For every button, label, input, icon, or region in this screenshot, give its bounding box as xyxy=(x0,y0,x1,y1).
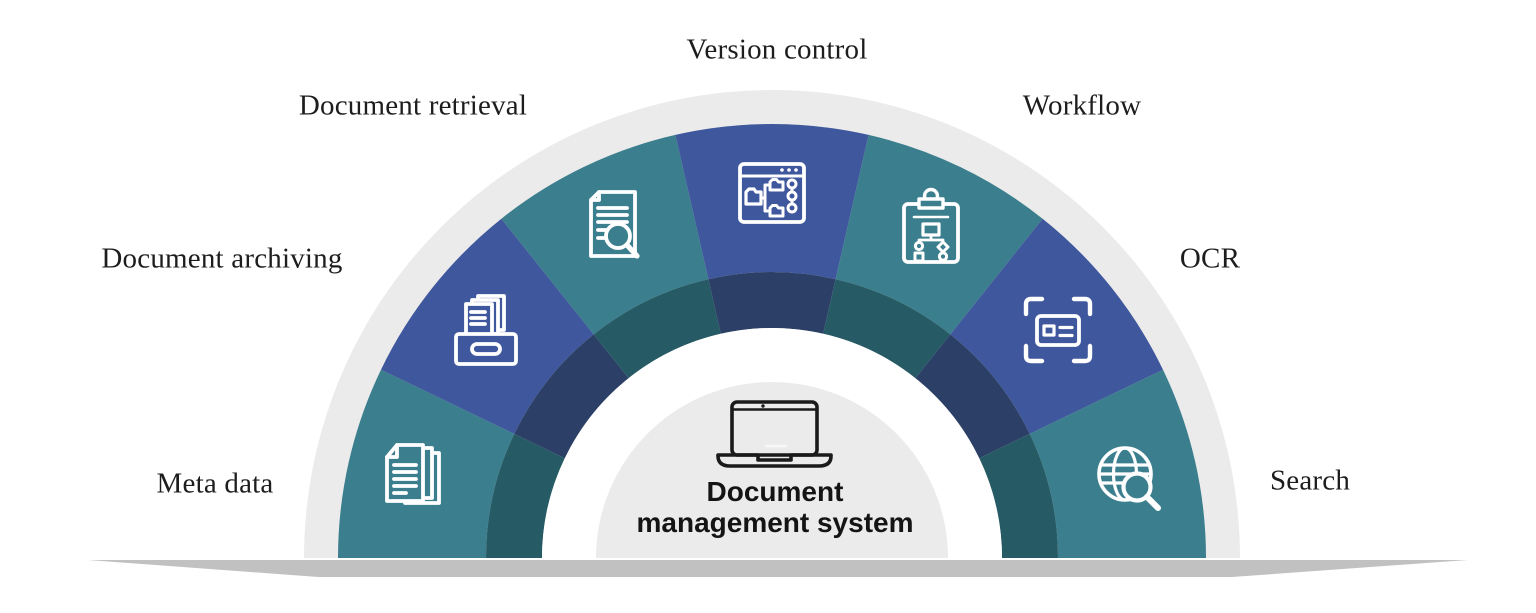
label-document-retrieval: Document retrieval xyxy=(298,89,528,122)
label-document-archiving: Document archiving xyxy=(101,242,343,275)
window-branch-icon xyxy=(730,150,814,234)
center-title-line1: Document xyxy=(706,476,844,507)
segment-meta-data-inner xyxy=(486,433,565,558)
document-magnifier-icon xyxy=(571,186,655,270)
label-meta-data: Meta data xyxy=(156,467,274,500)
globe-magnifier-icon xyxy=(1087,435,1171,519)
segment-document-archiving-inner xyxy=(514,334,629,459)
segment-version-control-inner xyxy=(708,272,836,334)
segment-search-inner xyxy=(979,433,1059,558)
label-ocr: OCR xyxy=(1179,242,1241,275)
archive-drawer-icon xyxy=(444,288,528,372)
label-version-control: Version control xyxy=(686,33,868,66)
center-dome xyxy=(596,382,948,558)
label-workflow: Workflow xyxy=(1022,89,1142,122)
clipboard-flowchart-icon xyxy=(889,186,973,270)
segment-workflow-inner xyxy=(823,279,951,379)
segment-document-retrieval-inner xyxy=(593,279,721,379)
ground-shadow-bar xyxy=(88,560,1468,577)
segment-ocr-inner xyxy=(915,334,1030,459)
label-search: Search xyxy=(1269,464,1351,497)
center-title-line2: management system xyxy=(636,507,914,538)
center-title: Document management system xyxy=(636,476,913,538)
scan-card-icon xyxy=(1016,288,1100,372)
laptop-icon xyxy=(707,396,837,474)
stacked-documents-icon xyxy=(373,435,457,519)
